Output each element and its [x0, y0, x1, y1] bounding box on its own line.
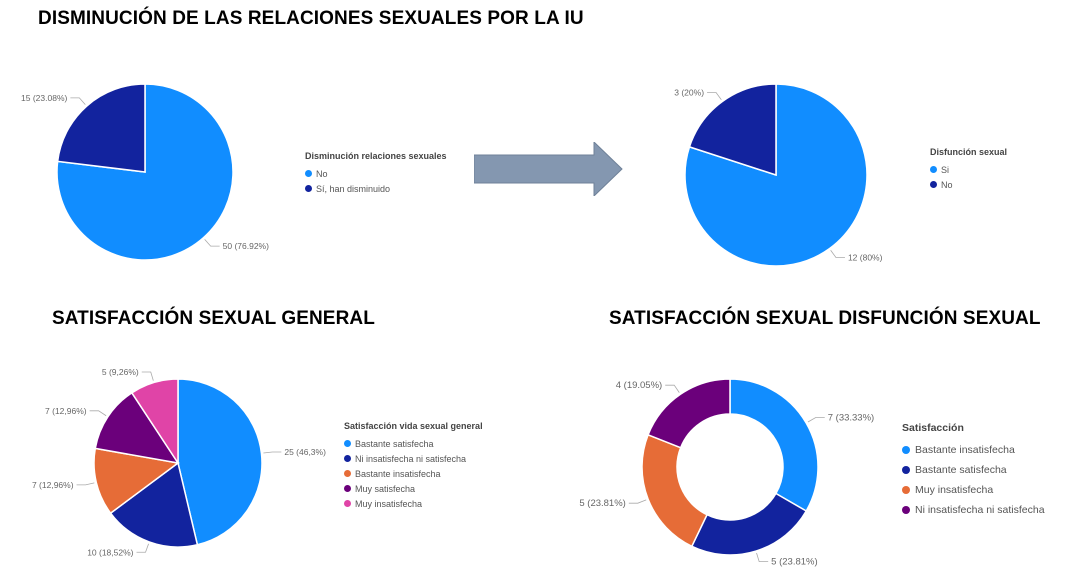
legend-item[interactable]: Bastante insatisfecha — [344, 466, 483, 481]
data-label: 4 (19.05%) — [616, 380, 662, 391]
legend-dot-icon — [902, 446, 910, 454]
legend-dot-icon — [930, 166, 937, 173]
leader-line — [141, 371, 154, 381]
pie-chart-satisfaccion-general: 25 (46,3%) 10 (18,52%) 7 (12,96%) 7 (12,96%… — [32, 367, 326, 557]
legend-item[interactable]: Ni insatisfecha ni satisfecha — [344, 451, 483, 466]
legend-title: Satisfacción vida sexual general — [344, 421, 483, 431]
data-label: 7 (12,96%) — [32, 480, 74, 490]
heading-disminucion: DISMINUCIÓN DE LAS RELACIONES SEXUALES P… — [38, 8, 584, 29]
leader-line — [830, 250, 845, 258]
legend-item[interactable]: Bastante insatisfecha — [902, 440, 1045, 460]
legend-label: Muy satisfecha — [355, 483, 416, 494]
legend-title: Disminución relaciones sexuales — [305, 151, 447, 161]
legend-label: Bastante insatisfecha — [915, 444, 1015, 456]
legend-dot-icon — [902, 466, 910, 474]
heading-satisfaccion-disfuncion: SATISFACCIÓN SEXUAL DISFUNCIÓN SEXUAL — [609, 308, 1041, 329]
legend-dot-icon — [344, 485, 351, 492]
heading-satisfaccion-general: SATISFACCIÓN SEXUAL GENERAL — [52, 308, 375, 329]
leader-line — [89, 410, 107, 417]
legend-label: Bastante satisfecha — [915, 464, 1007, 476]
slice-1[interactable] — [690, 492, 808, 556]
data-label: 25 (46,3%) — [284, 447, 326, 457]
legend-title: Disfunción sexual — [930, 147, 1008, 157]
slice-3[interactable] — [647, 378, 731, 449]
legend-dot-icon — [930, 181, 937, 188]
data-label: 5 (23.81%) — [579, 498, 625, 509]
legend-item[interactable]: Muy insatisfecha — [344, 496, 483, 511]
legend-dot-icon — [305, 185, 312, 192]
leader-line — [263, 451, 282, 454]
data-label: 7 (33.33%) — [828, 413, 874, 424]
legend-dot-icon — [305, 170, 312, 177]
slice-4[interactable] — [130, 378, 179, 466]
legend-item[interactable]: Bastante satisfecha — [902, 460, 1045, 480]
slice-3[interactable] — [94, 391, 180, 465]
slice-1[interactable] — [109, 461, 199, 548]
legend-label: Si — [941, 164, 950, 175]
legend-item[interactable]: Si — [930, 162, 1007, 177]
leader-line — [707, 92, 722, 100]
pie-chart-disfuncion: 12 (80%) 3 (20%) — [674, 83, 883, 267]
legend-item[interactable]: No — [930, 177, 1007, 192]
data-label: 50 (76.92%) — [223, 241, 269, 251]
data-label: 7 (12,96%) — [45, 406, 87, 416]
data-label: 15 (23.08%) — [21, 93, 67, 103]
legend-item[interactable]: Ni insatisfecha ni satisfecha — [902, 500, 1045, 520]
leader-line — [70, 97, 86, 105]
data-label: 3 (20%) — [674, 87, 704, 97]
legend-label: No — [941, 179, 953, 190]
data-label: 5 (9,26%) — [102, 367, 139, 377]
leader-line — [628, 499, 647, 504]
legend-dot-icon — [902, 506, 910, 514]
legend-label: Ni insatisfecha ni satisfecha — [915, 504, 1045, 516]
data-label: 10 (18,52%) — [87, 547, 133, 557]
leader-line — [665, 384, 680, 393]
slice-2[interactable] — [93, 447, 180, 515]
legend-dot-icon — [902, 486, 910, 494]
legend-dot-icon — [344, 455, 351, 462]
legend-dot-icon — [344, 440, 351, 447]
legend-label: Muy insatisfecha — [355, 498, 423, 509]
legend-label: Ni insatisfecha ni satisfecha — [355, 453, 467, 464]
legend-item[interactable]: Muy insatisfecha — [902, 480, 1045, 500]
legend-item[interactable]: Sí, han disminuido — [305, 181, 447, 196]
slice-1[interactable] — [688, 83, 777, 177]
slice-2[interactable] — [641, 433, 709, 548]
leader-line — [204, 239, 220, 247]
legend-label: Sí, han disminuido — [316, 183, 391, 194]
slice-1[interactable] — [56, 83, 146, 173]
legend-item[interactable]: Muy satisfecha — [344, 481, 483, 496]
legend-item[interactable]: Bastante satisfecha — [344, 436, 483, 451]
pie-chart-disminucion: 50 (76.92%) 15 (23.08%) — [21, 83, 269, 261]
legend-label: Bastante insatisfecha — [355, 468, 441, 479]
right-arrow-icon — [474, 142, 623, 196]
legend-dot-icon — [344, 500, 351, 507]
donut-chart-satisfaccion: 7 (33.33%) 5 (23.81%) 5 (23.81%) 4 (19.05%) — [579, 378, 874, 568]
legend-dot-icon — [344, 470, 351, 477]
legend-label: Bastante satisfecha — [355, 438, 434, 449]
legend-title: Satisfacción — [902, 422, 964, 434]
data-label: 5 (23.81%) — [771, 557, 817, 568]
leader-line — [136, 543, 149, 553]
legend-label: No — [316, 168, 328, 179]
legend-item[interactable]: No — [305, 166, 447, 181]
data-label: 12 (80%) — [848, 253, 883, 263]
legend-label: Muy insatisfecha — [915, 484, 994, 496]
leader-line — [76, 482, 95, 486]
slice-0[interactable] — [729, 378, 819, 513]
slice-0[interactable] — [177, 378, 263, 546]
leader-line — [807, 417, 825, 423]
leader-line — [756, 552, 769, 563]
